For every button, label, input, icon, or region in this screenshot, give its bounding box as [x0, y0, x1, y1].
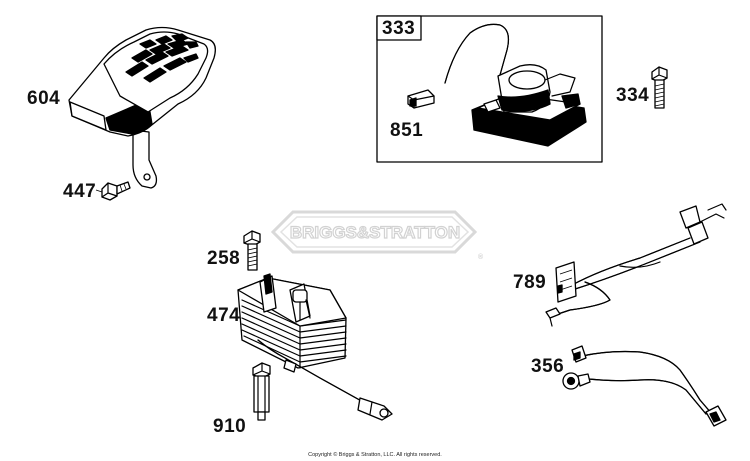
part-258-bolt	[243, 230, 261, 271]
part-333-group	[376, 15, 603, 163]
part-356-ground-wire	[562, 345, 727, 427]
watermark-text: BRIGGS&STRATTON	[290, 223, 460, 242]
callout-333: 333	[382, 18, 416, 39]
copyright-notice: Copyright © Briggs & Stratton, LLC. All …	[308, 452, 442, 458]
brand-watermark: BRIGGS&STRATTON ®	[270, 210, 484, 261]
watermark-registered-mark: ®	[478, 253, 484, 261]
part-474-module	[237, 273, 393, 421]
part-910-spacer	[252, 362, 271, 421]
callout-851: 851	[390, 120, 424, 141]
callout-334: 334	[616, 85, 650, 106]
callout-447: 447	[63, 181, 97, 202]
callout-910: 910	[213, 416, 247, 437]
callout-474: 474	[207, 305, 241, 326]
callout-356: 356	[531, 356, 565, 377]
leader-lines	[95, 189, 103, 193]
part-851-connector	[407, 89, 435, 109]
part-447-bolt	[101, 181, 131, 201]
part-604-shroud	[68, 26, 216, 189]
callout-604: 604	[27, 88, 61, 109]
part-333-tag-box	[376, 15, 422, 41]
callout-789: 789	[513, 272, 547, 293]
part-334-bolt	[651, 66, 668, 109]
callout-258: 258	[207, 248, 241, 269]
part-789-harness	[545, 203, 727, 327]
